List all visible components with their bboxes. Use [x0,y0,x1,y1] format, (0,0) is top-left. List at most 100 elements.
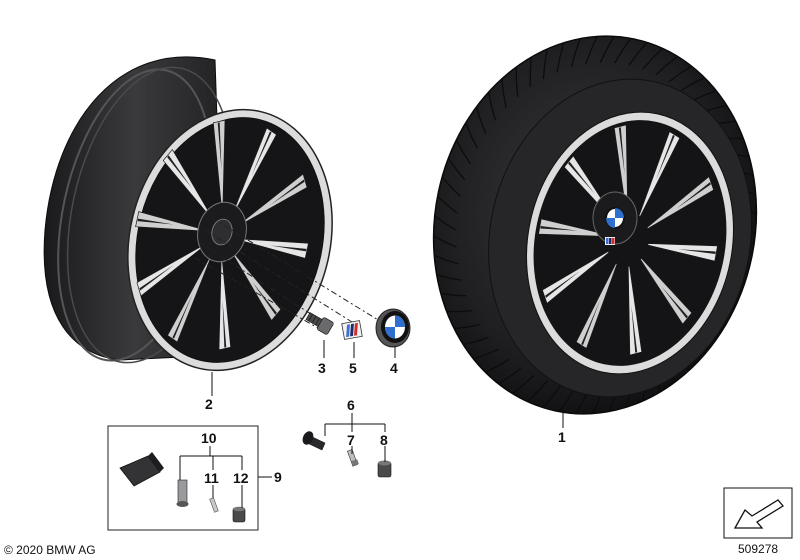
tread-groove [558,386,576,412]
tread-groove [585,36,598,65]
spoke-shadow [217,122,222,170]
tread-groove [434,215,457,231]
tread-groove [556,42,565,73]
spoke [575,262,618,349]
spoke-shadow [540,226,578,231]
spoke-shadow [655,134,675,181]
rubber-valve [302,431,326,451]
callouts: 1 2 3 4 5 6 7 8 9 10 11 12 [201,360,566,486]
tread-groove [433,235,457,248]
spoke [646,176,715,230]
direction-icon [723,487,793,539]
spoke-shadow [678,249,716,254]
tread-groove [526,380,548,403]
spoke-shadow [676,182,711,209]
image-number: 509278 [738,542,778,556]
tread-groove [463,336,489,346]
valve-core [346,449,359,467]
tread-groove [455,139,471,165]
spoke-shadow [167,155,192,189]
spoke-shadow [172,293,193,339]
spoke-shadow [545,271,580,298]
tread-groove [487,91,497,121]
callout-7: 7 [347,432,355,448]
sensor-valve-stem [176,479,189,507]
wheel-m-badge [605,237,615,245]
tread-groove [655,55,678,76]
leader-lines [179,340,564,508]
callout-11: 11 [204,470,219,486]
valve-cap [377,460,392,478]
tread-groove [512,374,535,395]
spoke [627,265,643,356]
light-alloy-rim [43,56,333,372]
tread-groove [529,57,532,88]
tread-groove [542,48,548,79]
tread-groove [642,47,664,70]
spoke [638,131,681,218]
tread-groove [515,67,519,97]
assembly-lines [194,217,389,329]
callout-12: 12 [233,470,249,486]
tread-groove [599,36,615,63]
spoke-shadow [568,161,595,194]
spoke-shadow [137,218,174,225]
spoke-shadow [222,300,227,348]
spoke [541,250,610,304]
tire-tread [433,36,757,414]
tire-pressure-sensor-box [107,425,259,531]
tread-groove [436,274,462,281]
spoke-shadow [251,131,272,177]
tread-groove [542,384,562,409]
m-emblem [341,320,363,340]
spoke-shadow [581,299,601,346]
callout-4: 4 [390,360,398,376]
complete-wheel [432,35,758,415]
callout-5: 5 [349,360,357,376]
wheel-bmw-logo [605,207,625,229]
tread-groove [680,77,705,92]
callout-8: 8 [380,432,388,448]
spoke-shadow [661,286,688,319]
tread-groove [441,176,461,197]
callout-9: 9 [274,469,282,485]
tread-groove [628,41,648,66]
tread-groove [485,358,510,373]
callout-2: 2 [205,396,213,412]
tread-groove [668,65,692,83]
tread-groove [446,310,473,313]
sensor-valve-cap [232,506,246,523]
tread-groove [447,157,466,181]
tread-groove [475,106,487,135]
wheel-spokes [538,124,718,356]
callout-1: 1 [558,429,566,445]
spoke-shadow [618,127,625,175]
tread-groove [434,254,459,265]
tread-groove [691,90,717,102]
sensor-valve-core [209,497,219,513]
spoke-shadow [270,245,307,252]
callout-6: 6 [347,397,355,413]
tread-groove [501,78,507,109]
spoke-shadow [139,264,174,291]
copyright-text: © 2020 BMW AG [4,543,96,557]
bmw-hub-cap [375,308,411,348]
rim-spokes [135,119,309,351]
spoke-shadow [270,179,305,206]
spoke-shadow [631,305,638,353]
tread-groove [465,122,479,149]
spoke [647,243,718,262]
callout-10: 10 [201,430,217,446]
pressure-sensor [119,452,164,487]
tread-groove [498,367,522,385]
tread-groove [614,38,632,64]
tread-groove [440,292,467,297]
tread-groove [570,38,581,68]
callout-3: 3 [318,360,326,376]
spoke-shadow [252,281,277,315]
tread-groove [454,323,480,330]
wheel-bolt [305,312,334,335]
tread-groove [437,195,458,214]
